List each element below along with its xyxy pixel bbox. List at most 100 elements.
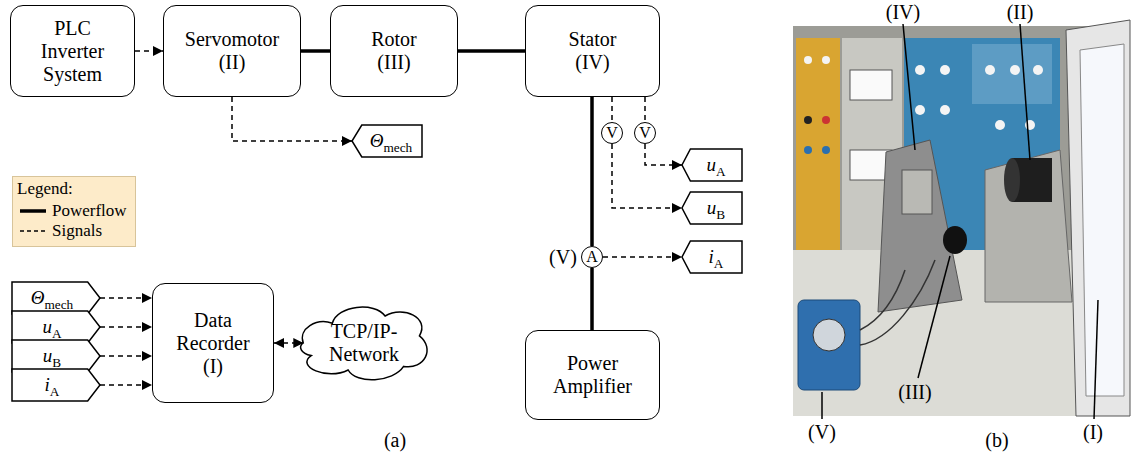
signal-tag: iA [12, 369, 100, 401]
node-text: A [586, 248, 598, 266]
knob [915, 105, 925, 115]
signal-tag: uB [682, 192, 742, 224]
legend-sample [19, 226, 49, 236]
socket [804, 146, 812, 154]
signal-tag: Θmech [352, 125, 422, 157]
callout-number: (a) [384, 429, 406, 452]
signal-arrow [644, 97, 646, 122]
signal-tag: uB [12, 340, 100, 372]
knob [940, 65, 950, 75]
signal-tag [682, 149, 742, 181]
network-cloud [301, 307, 427, 380]
meter [850, 70, 892, 100]
signal-tag [12, 369, 100, 401]
monitor-screen [1080, 44, 1124, 396]
node-text: Stator (IV) [559, 28, 627, 74]
signal-tag [682, 192, 742, 224]
blue-subpanel [972, 44, 1052, 104]
callout-number: (V) [808, 421, 836, 444]
signal-arrow [611, 97, 613, 122]
leader-line [821, 392, 823, 419]
callout-number: (I) [1083, 421, 1103, 444]
signal-tag: Θmech [12, 282, 100, 314]
node-text: Rotor (III) [363, 28, 425, 74]
node-text: Power Amplifier [547, 352, 639, 398]
socket [822, 116, 830, 124]
meter-circle: V [601, 122, 623, 144]
signal-tag: iA [682, 241, 742, 273]
node-text: PLC Inverter System [30, 17, 115, 86]
leader-line [918, 256, 950, 378]
power-line [301, 49, 330, 53]
legend-row: Signals [19, 221, 127, 241]
socket [822, 146, 830, 154]
meter-circle: A [581, 246, 603, 268]
meter-circle: V [634, 122, 656, 144]
signal-arrow [100, 326, 152, 328]
current-probe [798, 300, 860, 390]
node-text: Θmech [370, 130, 413, 152]
signal-arrow [232, 97, 352, 141]
cable [860, 260, 935, 345]
knob [915, 65, 925, 75]
process-box: Power Amplifier [525, 330, 660, 420]
node-text: V [639, 124, 651, 142]
signal-tag: uA [12, 311, 100, 343]
legend-row: Powerflow [19, 201, 127, 221]
power-line [590, 97, 594, 246]
signal-tag [12, 311, 100, 343]
power-line [590, 268, 594, 330]
signal-arrow [100, 355, 152, 357]
knob [1010, 65, 1020, 75]
signal-arrow [100, 384, 152, 386]
callout-number: (V) [549, 246, 577, 269]
legend-sample [19, 206, 49, 216]
signal-arrow [274, 342, 303, 344]
knob [985, 65, 995, 75]
process-box: Rotor (III) [330, 5, 458, 97]
legend-title: Legend: [17, 179, 73, 199]
node-text: TCP/IP-Network [322, 320, 406, 366]
node-text: uA [706, 154, 725, 176]
process-box: Servomotor (II) [163, 5, 301, 97]
node-text: uB [707, 197, 725, 219]
signal-arrow [603, 256, 682, 258]
stator-stand [878, 140, 962, 312]
network-cloud: TCP/IP-Network [298, 298, 430, 388]
signal-tag [682, 241, 742, 273]
knob [940, 105, 950, 115]
signal-arrow [612, 144, 682, 208]
callout-number: (IV) [886, 1, 920, 24]
legend-line [20, 209, 46, 213]
signal-tag [352, 125, 422, 157]
rotor [943, 226, 967, 254]
leader-line [1094, 300, 1098, 419]
node-text: uA [42, 316, 61, 338]
node-text: Servomotor (II) [180, 28, 285, 74]
signal-arrow [100, 297, 152, 299]
signal-arrow [135, 50, 163, 52]
process-box: PLC Inverter System [10, 5, 135, 97]
signal-tag [12, 340, 100, 372]
node-text: Θmech [31, 287, 74, 309]
node-text: iA [45, 374, 60, 396]
socket [804, 116, 812, 124]
signal-tag: uA [682, 149, 742, 181]
servomotor-face [1004, 158, 1020, 202]
node-text: V [606, 124, 618, 142]
legend-text: Signals [52, 221, 102, 241]
monitor [1066, 20, 1130, 416]
knob [804, 56, 812, 64]
legend-line [20, 230, 46, 232]
node-text: uB [43, 345, 61, 367]
callout-number: (b) [985, 429, 1008, 452]
knob [1033, 65, 1043, 75]
node-text: Data Recorder (I) [168, 309, 258, 378]
leader-line [903, 24, 915, 150]
leader-line [1020, 24, 1030, 160]
callout-number: (II) [1007, 1, 1034, 24]
power-line [458, 49, 525, 53]
legend-text: Powerflow [52, 201, 127, 221]
yellow-panel [796, 38, 840, 252]
